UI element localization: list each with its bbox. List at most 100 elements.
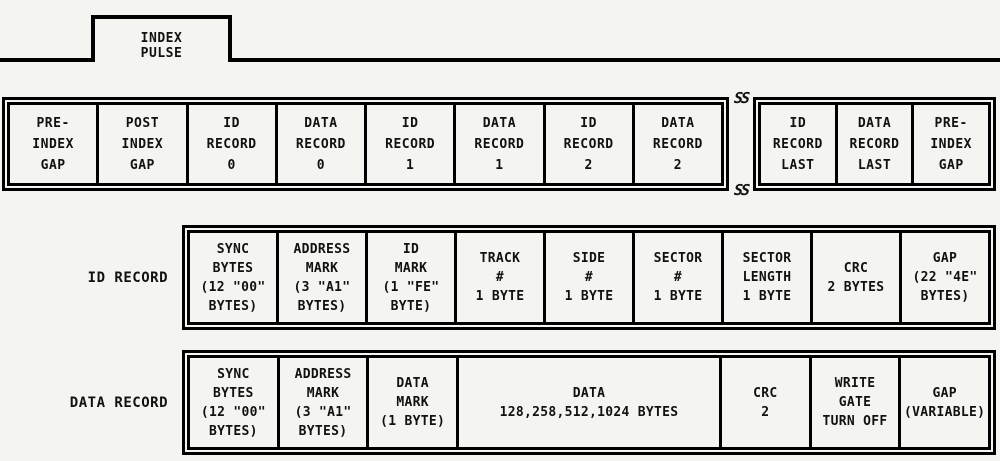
cell-line: BYTES) [208, 298, 258, 314]
cell-line: RECORD [295, 136, 346, 152]
cell-line: ID [789, 115, 807, 131]
track-group-left: PRE- INDEX GAP POST INDEX GAP ID RECORD … [2, 97, 729, 191]
cell-line: # [584, 270, 594, 285]
cell-line: RECORD [652, 136, 703, 152]
cell-line: RECORD [772, 136, 823, 152]
index-pulse-label: PULSE [140, 46, 183, 61]
cell-line: DATA [857, 115, 892, 131]
cell-line: 2 BYTES [827, 279, 885, 295]
cell-line: BYTES) [298, 423, 348, 439]
cell-line: GAP [40, 157, 66, 173]
cell-line: RECORD [474, 136, 525, 152]
cell-line: PRE- [36, 115, 70, 131]
cell-line: MARK [306, 385, 340, 401]
cell-line: TURN OFF [822, 414, 888, 429]
cell-line: BYTES [213, 385, 254, 401]
cell-side-number: SIDE # 1 BYTE [543, 230, 635, 325]
cell-line: BYTES) [208, 423, 258, 439]
index-pulse-label: INDEX [140, 31, 183, 46]
cell-line: 2 [673, 157, 683, 173]
cell-line: RECORD [385, 136, 436, 152]
cell-line: PRE- [934, 115, 968, 131]
cell-line: (12 "00" [200, 404, 266, 420]
cell-line: 2 [761, 404, 770, 420]
cell-sector-length: SECTOR LENGTH 1 BYTE [721, 230, 813, 325]
cell-line: SYNC [217, 366, 250, 382]
cell-line: (22 "4E" [912, 270, 978, 285]
cell-sync-bytes: SYNC BYTES (12 "00" BYTES) [187, 230, 279, 325]
cell-line: DATA [572, 385, 606, 401]
cell-id-record-2: ID RECORD 2 [542, 102, 635, 186]
track-group-right: ID RECORD LAST DATA RECORD LAST PRE- IND… [753, 97, 996, 191]
cell-line: GAP [932, 385, 957, 401]
track-layout-row: PRE- INDEX GAP POST INDEX GAP ID RECORD … [2, 89, 996, 199]
cell-line: 1 [405, 157, 415, 173]
cell-line: 1 [495, 157, 504, 173]
cell-line: (3 "A1" [294, 404, 352, 420]
cell-line: BYTE) [390, 298, 432, 314]
cell-data-record-2: DATA RECORD 2 [631, 102, 724, 186]
cell-line: SIDE [572, 251, 606, 266]
cell-line: 1 BYTE [475, 289, 525, 304]
cell-data-record-1: DATA RECORD 1 [453, 102, 546, 186]
cell-line: CRC [753, 385, 778, 401]
cell-line: INDEX [32, 136, 74, 152]
cell-line: ID [580, 115, 597, 131]
cell-line: # [673, 270, 683, 285]
cell-id-record-1: ID RECORD 1 [364, 102, 457, 186]
cell-line: LAST [857, 157, 892, 173]
cell-line: ADDRESS [294, 366, 352, 382]
cell-line: ID [223, 115, 240, 131]
cell-post-index-gap: POST INDEX GAP [96, 102, 189, 186]
cell-data-record-last: DATA RECORD LAST [834, 102, 915, 186]
data-record-label: DATA RECORD [69, 394, 168, 411]
cell-line: WRITE [834, 376, 876, 391]
cell-line: INDEX [930, 136, 972, 152]
cell-line: GAP [129, 157, 155, 173]
cell-track-number: TRACK # 1 BYTE [454, 230, 546, 325]
cell-id-record-0: ID RECORD 0 [185, 102, 278, 186]
cell-line: MARK [396, 395, 429, 410]
cell-id-mark: ID MARK (1 "FE" BYTE) [365, 230, 457, 325]
cell-line: TRACK [479, 251, 521, 266]
cell-line: BYTES) [920, 289, 970, 304]
cell-line: CRC [843, 260, 869, 276]
cell-line: ID [402, 241, 420, 257]
cell-line: 1 BYTE [653, 289, 703, 304]
cell-line: (1 "FE" [382, 279, 440, 295]
cell-address-mark: ADDRESS MARK (3 "A1" BYTES) [276, 230, 368, 325]
cell-line: DATA [396, 376, 429, 391]
cell-line: RECORD [206, 136, 257, 152]
cell-line: 1 BYTE [742, 289, 792, 304]
cell-line: (VARIABLE) [904, 404, 986, 420]
cell-line: POST [125, 115, 160, 131]
cell-data-mark: DATA MARK (1 BYTE) [366, 355, 460, 450]
cell-line: LAST [781, 157, 815, 173]
index-pulse: INDEX PULSE [91, 15, 232, 62]
waveform-baseline-left [0, 58, 95, 62]
cell-data-record-0: DATA RECORD 0 [274, 102, 367, 186]
cell-line: DATA [661, 115, 695, 131]
data-record-box: SYNC BYTES (12 "00" BYTES) ADDRESS MARK … [182, 350, 996, 455]
cell-address-mark: ADDRESS MARK (3 "A1" BYTES) [276, 355, 370, 450]
cell-sync-bytes: SYNC BYTES (12 "00" BYTES) [187, 355, 280, 450]
cell-data: DATA 128,258,512,1024 BYTES [456, 355, 723, 450]
cell-line: DATA [482, 115, 517, 131]
break-symbol-top: SS [731, 89, 751, 107]
cell-line: (3 "A1" [293, 279, 351, 295]
track-break: SS SS [729, 89, 753, 199]
cell-line: ADDRESS [293, 241, 351, 257]
cell-line: SYNC [216, 241, 250, 257]
cell-line: SECTOR [742, 251, 792, 266]
cell-line: BYTES [212, 260, 254, 276]
id-record-label: ID RECORD [87, 269, 168, 286]
cell-gap-variable: GAP (VARIABLE) [898, 355, 992, 450]
cell-line: SECTOR [653, 251, 703, 266]
cell-line: RECORD [849, 136, 900, 152]
cell-line: 128,258,512,1024 BYTES [499, 404, 679, 420]
cell-gap: GAP (22 "4E" BYTES) [899, 230, 991, 325]
cell-line: # [495, 270, 505, 285]
cell-line: GAP [932, 251, 958, 266]
cell-line: ID [401, 115, 419, 131]
